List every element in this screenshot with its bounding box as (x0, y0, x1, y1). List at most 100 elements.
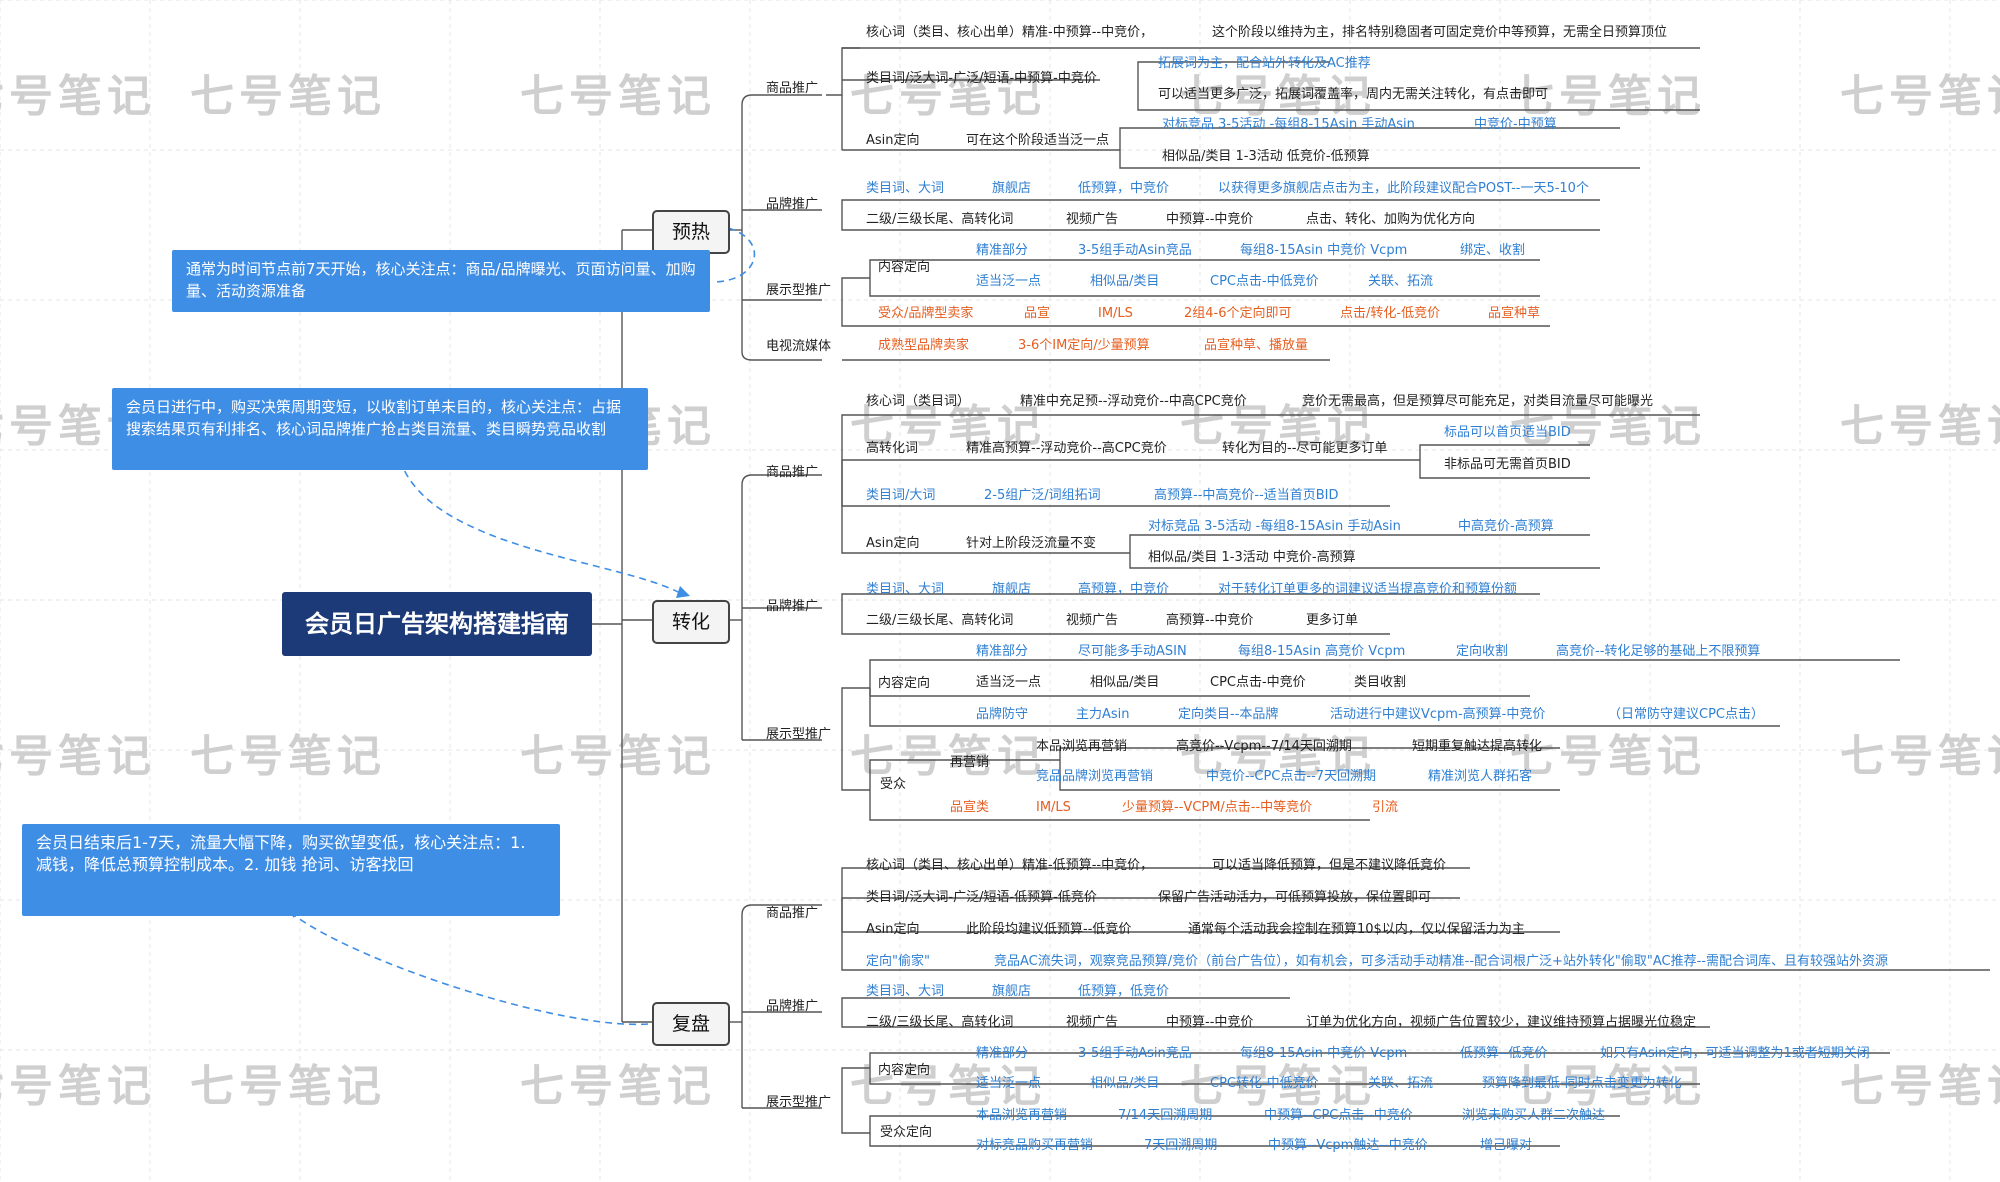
phase-conversion-node[interactable]: 转化 (652, 600, 730, 644)
node-text: 核心词（类目、核心出单）精准-低预算--中竞价， (866, 858, 1154, 873)
node-text: 拓展词为主，配合站外转化及AC推荐 (1158, 56, 1371, 71)
node-text: 低预算--低竞价 (1460, 1046, 1548, 1061)
node-text: IM/LS (1036, 800, 1071, 815)
node-text: 关联、拓流 (1368, 274, 1434, 289)
node-text: 定向收割 (1456, 644, 1509, 659)
node-text: 7/14天回溯周期 (1118, 1108, 1213, 1123)
category-sd-label: 展示型推广 (766, 727, 832, 742)
node-text: 中竞价-中预算 (1474, 117, 1557, 132)
node-text: 定向"偷家" (866, 954, 930, 969)
content-target-label: 内容定向 (878, 1063, 931, 1078)
node-text: 如只有Asin定向，可适当调整为1或者短期关闭 (1600, 1046, 1870, 1061)
content-target-label: 内容定向 (878, 676, 931, 691)
node-text: 中预算--Vcpm触达--中竞价 (1268, 1138, 1428, 1153)
node-text: 类目词/泛大词-广泛/短语-中预算-中竞价 (866, 71, 1097, 86)
node-text: 类目词/大词 (866, 488, 936, 503)
node-text: 每组8-15Asin 中竞价 Vcpm (1240, 243, 1408, 258)
node-text: 可以适当降低预算，但是不建议降低竞价 (1212, 858, 1447, 873)
node-text: 更多订单 (1306, 613, 1359, 628)
node-text: 2-5组广泛/词组拓词 (984, 488, 1101, 503)
node-text: （日常防守建议CPC点击） (1608, 707, 1764, 722)
node-text: 相似品/类目 (1090, 675, 1160, 690)
node-text: CPC点击-中竞价 (1210, 675, 1306, 690)
audience-target-label: 受众定向 (880, 1125, 933, 1140)
node-text: Asin定向 (866, 133, 920, 148)
node-text: 保留广告活动活力，可低预算投放，保位置即可 (1158, 890, 1432, 905)
node-text: 高竞价--Vcpm--7/14天回溯期 (1176, 739, 1352, 754)
node-text: 相似品/类目 1-3活动 中竞价-高预算 (1148, 550, 1356, 565)
node-text: 中高竞价-高预算 (1458, 519, 1554, 534)
node-text: 精准中充足预--浮动竞价--中高CPC竞价 (1020, 394, 1247, 409)
phase-preheat-node[interactable]: 预热 (652, 210, 730, 254)
node-text: 非标品可无需首页BID (1444, 457, 1571, 472)
review-note: 会员日结束后1-7天，流量大幅下降，购买欲望变低，核心关注点：1. 减钱，降低总… (22, 824, 560, 916)
node-text: 核心词（类目、核心出单）精准-中预算--中竞价， (866, 25, 1154, 40)
node-text: 本品浏览再营销 (1036, 739, 1128, 754)
node-text: 视频广告 (1066, 613, 1119, 628)
node-text: IM/LS (1098, 306, 1133, 321)
node-text: 高转化词 (866, 441, 919, 456)
node-text: 3-5组手动Asin竞品 (1078, 1046, 1192, 1061)
node-text: 中预算--中竞价 (1166, 212, 1254, 227)
category-sb-label: 品牌推广 (766, 197, 819, 212)
node-text: 精准高预算--浮动竞价--高CPC竞价 (966, 441, 1167, 456)
node-text: 品宣类 (950, 800, 990, 815)
node-text: 3-5组手动Asin竞品 (1078, 243, 1192, 258)
node-text: 视频广告 (1066, 212, 1119, 227)
phase-review-node[interactable]: 复盘 (652, 1002, 730, 1046)
node-text: 预算降到最低-同时点击变更为转化 (1482, 1076, 1682, 1091)
node-text: 旗舰店 (992, 984, 1032, 999)
node-text: 相似品/类目 (1090, 1076, 1160, 1091)
node-text: 关联、拓流 (1368, 1076, 1434, 1091)
mindmap-title: 会员日广告架构搭建指南 (282, 592, 592, 656)
node-text: 精准部分 (976, 243, 1029, 258)
node-text: 绑定、收割 (1460, 243, 1526, 258)
node-text: 成熟型品牌卖家 (878, 338, 970, 353)
node-text: 3-6个IM定向/少量预算 (1018, 338, 1150, 353)
node-text: 视频广告 (1066, 1015, 1119, 1030)
preheat-note: 通常为时间节点前7天开始，核心关注点：商品/品牌曝光、页面访问量、加购量、活动资… (172, 250, 710, 312)
node-text: 适当泛一点 (976, 274, 1042, 289)
node-text: 对标竞品购买再营销 (976, 1138, 1094, 1153)
node-text: 竞品AC流失词，观察竞品预算/竞价（前台广告位），如有机会，可多活动手动精准--… (994, 954, 1888, 969)
node-text: 精准浏览人群拓客 (1428, 769, 1533, 784)
node-text: 高预算--中竞价 (1166, 613, 1254, 628)
audience-label: 受众 (880, 777, 907, 792)
category-sb-label: 品牌推广 (766, 999, 819, 1014)
node-text: 低预算，中竞价 (1078, 181, 1170, 196)
node-text: 短期重复触达提高转化 (1412, 739, 1543, 754)
node-text: 每组8-15Asin 高竞价 Vcpm (1238, 644, 1406, 659)
node-text: 适当泛一点 (976, 675, 1042, 690)
node-text: 适当泛一点 (976, 1076, 1042, 1091)
node-text: 品宣 (1024, 306, 1051, 321)
node-text: 类目词/泛大词-广泛/短语-低预算-低竞价 (866, 890, 1097, 905)
node-text: 高预算，中竞价 (1078, 582, 1170, 597)
node-text: 中预算--中竞价 (1166, 1015, 1254, 1030)
node-text: 对标竞品 3-5活动 -每组8-15Asin 手动Asin (1162, 117, 1415, 132)
node-text: 尽可能多手动ASIN (1078, 644, 1187, 659)
node-text: Asin定向 (866, 536, 920, 551)
category-sp-label: 商品推广 (766, 906, 819, 921)
node-text: 低预算，低竞价 (1078, 984, 1170, 999)
node-text: 点击/转化-低竞价 (1340, 306, 1441, 321)
category-sp-label: 商品推广 (766, 465, 819, 480)
node-text: 这个阶段以维持为主，排名特别稳固者可固定竞价中等预算，无需全日预算顶位 (1212, 25, 1668, 40)
node-text: 相似品/类目 1-3活动 低竞价-低预算 (1162, 149, 1370, 164)
category-sd-label: 展示型推广 (766, 1095, 832, 1110)
node-text: 主力Asin (1076, 707, 1130, 722)
node-text: 对于转化订单更多的词建议适当提高竞价和预算份额 (1218, 582, 1518, 597)
node-text: 中预算--CPC点击--中竞价 (1264, 1108, 1413, 1123)
node-text: 点击、转化、加购为优化方向 (1306, 212, 1476, 227)
node-text: 活动进行中建议Vcpm-高预算-中竞价 (1330, 707, 1546, 722)
node-text: 受众/品牌型卖家 (878, 306, 974, 321)
node-text: 品宣种草 (1488, 306, 1541, 321)
node-text: 中竞价--CPC点击--7天回溯期 (1206, 769, 1377, 784)
category-sp-label: 商品推广 (766, 81, 819, 96)
node-text: 二级/三级长尾、高转化词 (866, 212, 1014, 227)
category-sb-label: 品牌推广 (766, 599, 819, 614)
node-text: 少量预算--VCPM/点击--中等竞价 (1122, 800, 1313, 815)
node-text: 竞价无需最高，但是预算尽可能充足，对类目流量尽可能曝光 (1302, 394, 1654, 409)
node-text: 精准部分 (976, 644, 1029, 659)
node-text: 以获得更多旗舰店点击为主，此阶段建议配合POST--一天5-10个 (1218, 181, 1589, 196)
